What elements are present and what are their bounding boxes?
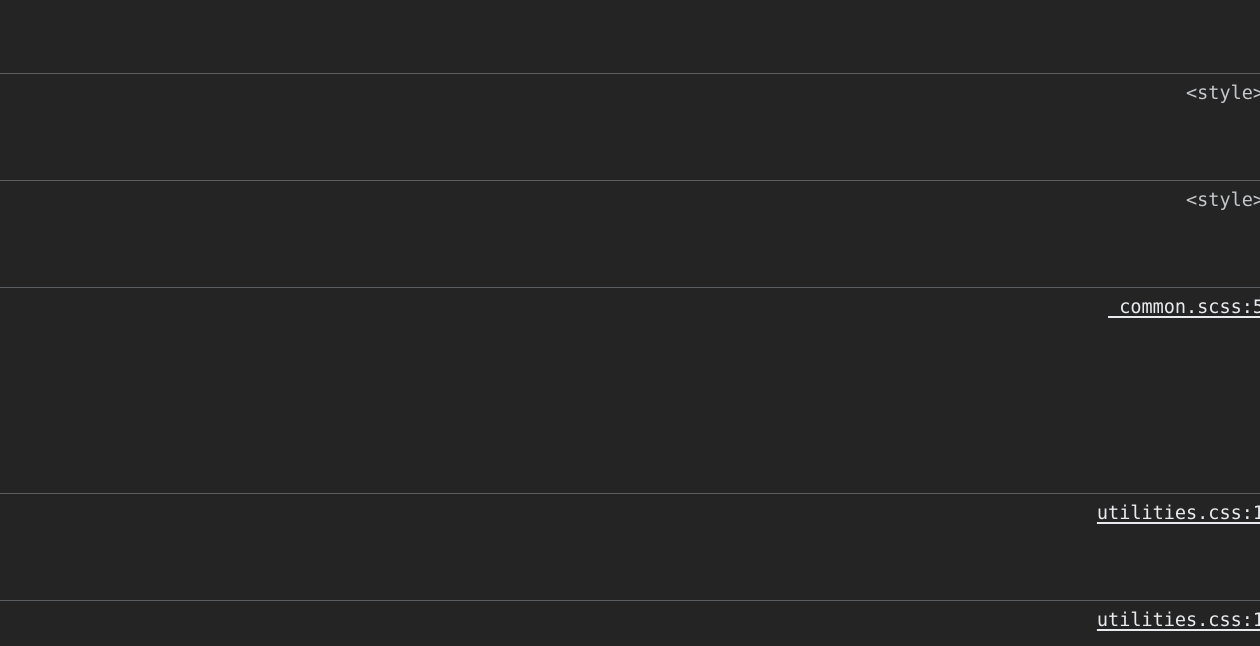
declaration-font-family[interactable]: font-family: -apple-system, BlinkMacSyst…: [0, 324, 1260, 357]
rule-close-line: }: [0, 143, 1260, 176]
declaration-font-weight[interactable]: font-weight: normal;: [0, 423, 1260, 456]
rule-close-line: }: [0, 36, 1260, 69]
style-origin-label[interactable]: <style>: [1186, 83, 1260, 104]
declaration-margin-top[interactable]: margin-top: 18px;: [0, 637, 1260, 646]
style-rule-p-chips: .p-chips { <style> display: inline-flex;…: [0, 73, 1260, 180]
declaration-display[interactable]: display: inline-flex;: [0, 110, 1260, 143]
rule-selector-line[interactable]: .p-component, .p-component * { <style>: [0, 184, 1260, 217]
declaration-font-size[interactable]: font-size: 1rem;: [0, 390, 1260, 423]
style-rule-mt-18px: .mt-\[18px\] { utilities.css:1 margin-to…: [0, 600, 1260, 646]
rule-selector-line[interactable]: .p-chips { <style>: [0, 77, 1260, 110]
style-rule-element-style: element.style { }: [0, 0, 1260, 73]
style-rule-p-component-universal: .p-component, .p-component * { <style> b…: [0, 180, 1260, 287]
declaration-display-overridden[interactable]: display: block;: [0, 530, 1260, 563]
declaration-box-sizing[interactable]: box-sizing: border-box;: [0, 217, 1260, 250]
rule-selector-line[interactable]: .mt-\[18px\] { utilities.css:1: [0, 604, 1260, 637]
style-origin-link[interactable]: utilities.css:1: [1096, 610, 1260, 631]
style-origin-link[interactable]: utilities.css:1: [1096, 503, 1260, 524]
rule-close-line: }: [0, 250, 1260, 283]
rule-selector-line[interactable]: .block { utilities.css:1: [0, 497, 1260, 530]
declaration-font-family-continuation[interactable]: serif, "Apple Color Emoji", "Segoe UI Em…: [0, 357, 1260, 390]
rule-selector-line[interactable]: .p-component { _common.scss:5: [0, 291, 1260, 324]
rule-close-line: }: [0, 456, 1260, 489]
style-origin-label[interactable]: <style>: [1186, 190, 1260, 211]
rule-close-line: }: [0, 563, 1260, 596]
rule-selector-line[interactable]: element.style {: [0, 3, 1260, 36]
style-rule-block: .block { utilities.css:1 display: block;…: [0, 493, 1260, 600]
style-rule-p-component: .p-component { _common.scss:5 font-famil…: [0, 287, 1260, 493]
style-origin-link[interactable]: _common.scss:5: [1108, 297, 1260, 318]
